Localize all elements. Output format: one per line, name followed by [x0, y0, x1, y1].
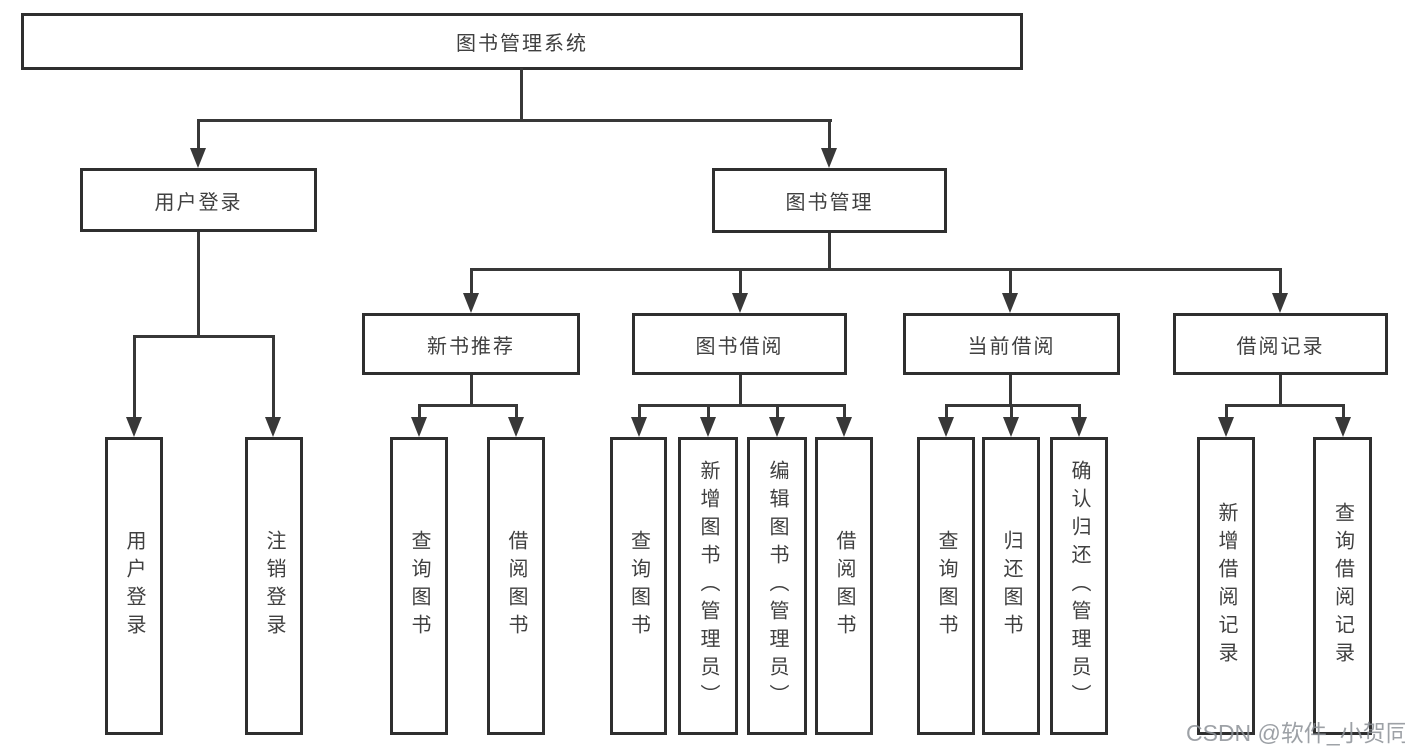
leaf-label: 借阅图书	[505, 530, 527, 642]
connector-line	[418, 404, 518, 407]
connector-line	[776, 404, 779, 419]
arrow-down-icon	[938, 417, 954, 437]
arrow-down-icon	[732, 293, 748, 313]
node-user-login: 用户登录	[80, 168, 317, 232]
leaf-label: 查询借阅记录	[1331, 502, 1354, 670]
leaf-label: 用户登录	[123, 530, 145, 642]
connector-line	[1078, 404, 1081, 419]
connector-line	[1225, 404, 1228, 419]
leaf-add-borrow-record: 新增借阅记录	[1197, 437, 1255, 735]
node-label: 用户登录	[154, 191, 243, 214]
connector-line	[638, 404, 641, 419]
arrow-down-icon	[265, 417, 281, 437]
leaf-label: 新增借阅记录	[1215, 502, 1237, 670]
connector-line	[470, 268, 473, 295]
node-root: 图书管理系统	[21, 13, 1023, 70]
arrow-down-icon	[769, 417, 785, 437]
connector-line	[520, 68, 523, 122]
connector-line	[1225, 404, 1344, 407]
leaf-label: 归还图书	[1000, 530, 1022, 642]
leaf-label: 编辑图书（管理员）	[766, 460, 788, 712]
connector-line	[945, 404, 948, 419]
connector-line	[197, 119, 200, 151]
arrow-down-icon	[1071, 417, 1087, 437]
leaf-label: 确认归还（管理员）	[1068, 460, 1090, 712]
arrow-down-icon	[1272, 293, 1288, 313]
connector-line	[945, 404, 1081, 407]
connector-line	[418, 404, 421, 419]
leaf-label: 查询图书	[935, 530, 957, 642]
leaf-logout: 注销登录	[245, 437, 303, 735]
connector-line	[470, 268, 1282, 271]
node-book-borrowing: 图书借阅	[632, 313, 847, 375]
connector-line	[515, 404, 518, 419]
leaf-confirm-return-admin: 确认归还（管理员）	[1050, 437, 1108, 735]
node-current-borrowing: 当前借阅	[903, 313, 1120, 375]
arrow-down-icon	[411, 417, 427, 437]
arrow-down-icon	[508, 417, 524, 437]
arrow-down-icon	[126, 417, 142, 437]
connector-line	[1279, 268, 1282, 295]
connector-line	[133, 335, 275, 338]
connector-line	[197, 232, 200, 338]
arrow-down-icon	[836, 417, 852, 437]
csdn-watermark: CSDN @软件_小贺同学	[1186, 720, 1405, 746]
node-label: 图书借阅	[695, 335, 784, 358]
connector-line	[828, 119, 831, 151]
leaf-label: 新增图书（管理员）	[697, 460, 719, 712]
connector-line	[828, 233, 831, 271]
connector-line	[470, 375, 473, 407]
node-label: 当前借阅	[967, 335, 1056, 358]
node-borrowing-records: 借阅记录	[1173, 313, 1388, 375]
leaf-add-books-admin: 新增图书（管理员）	[678, 437, 738, 735]
arrow-down-icon	[631, 417, 647, 437]
connector-line	[707, 404, 710, 419]
arrow-down-icon	[1003, 417, 1019, 437]
leaf-query-books: 查询图书	[610, 437, 667, 735]
leaf-borrow-books: 借阅图书	[815, 437, 873, 735]
connector-line	[1279, 375, 1282, 407]
leaf-user-login: 用户登录	[105, 437, 163, 735]
arrow-down-icon	[190, 148, 206, 168]
arrow-down-icon	[463, 293, 479, 313]
leaf-label: 查询图书	[408, 530, 430, 642]
connector-line	[1009, 375, 1012, 407]
node-book-management: 图书管理	[712, 168, 947, 233]
node-label: 新书推荐	[427, 335, 515, 358]
node-root-label: 图书管理系统	[456, 33, 588, 55]
arrow-down-icon	[700, 417, 716, 437]
leaf-label: 注销登录	[263, 530, 285, 642]
connector-line	[1009, 268, 1012, 295]
arrow-down-icon	[821, 148, 837, 168]
node-new-books: 新书推荐	[362, 313, 580, 375]
connector-line	[1342, 404, 1345, 419]
node-label: 图书管理	[785, 192, 874, 214]
arrow-down-icon	[1002, 293, 1018, 313]
leaf-label: 查询图书	[627, 530, 650, 642]
connector-line	[739, 268, 742, 295]
connector-line	[197, 119, 832, 122]
arrow-down-icon	[1218, 417, 1234, 437]
connector-line	[638, 404, 846, 407]
connector-line	[739, 375, 742, 407]
arrow-down-icon	[1335, 417, 1351, 437]
leaf-return-books: 归还图书	[982, 437, 1040, 735]
leaf-edit-books-admin: 编辑图书（管理员）	[747, 437, 807, 735]
leaf-query-books: 查询图书	[917, 437, 975, 735]
leaf-borrow-books: 借阅图书	[487, 437, 545, 735]
connector-line	[133, 335, 136, 419]
leaf-query-books: 查询图书	[390, 437, 448, 735]
leaf-query-borrow-record: 查询借阅记录	[1313, 437, 1372, 735]
connector-line	[272, 335, 275, 419]
node-label: 借阅记录	[1236, 335, 1325, 358]
connector-line	[1010, 404, 1013, 419]
leaf-label: 借阅图书	[833, 530, 855, 642]
connector-line	[843, 404, 846, 419]
